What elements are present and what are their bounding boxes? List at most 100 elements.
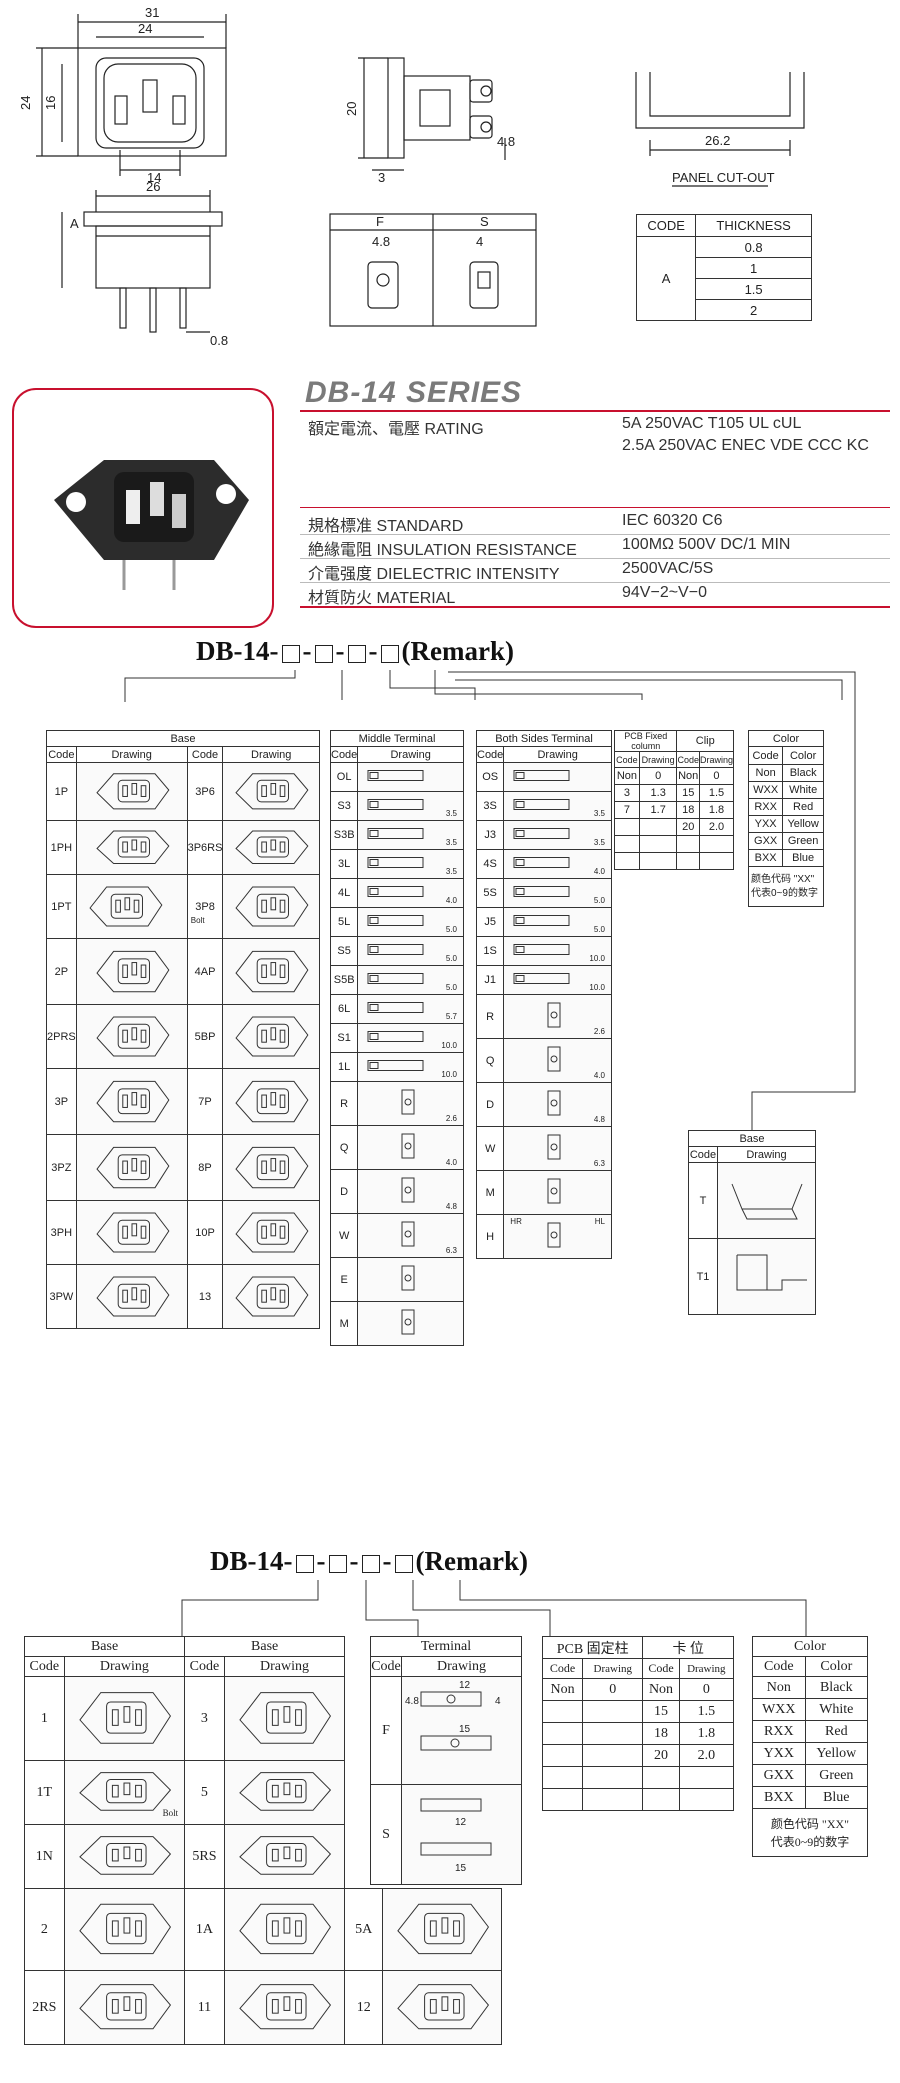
middle-drawing: 5.0 <box>357 907 464 937</box>
clip2-title: 卡 位 <box>642 1636 734 1659</box>
color2-note-2: 代表0~9的数字 <box>770 1834 850 1849</box>
th-code: Code <box>184 1656 225 1677</box>
middle-drawing <box>357 1301 464 1346</box>
color2-note-1: 颜色代码 "XX" <box>770 1816 850 1831</box>
socket-drawing-icon <box>79 1903 172 1955</box>
both-dim: 6.3 <box>593 1159 605 1168</box>
base-code: 2PRS <box>46 1004 77 1069</box>
socket-drawing-icon <box>235 1212 309 1253</box>
pcb-cell <box>614 835 640 853</box>
color-name: Black <box>782 764 824 782</box>
base-drawing <box>75 938 188 1005</box>
model-sep: - <box>335 636 345 666</box>
base-code: 10P <box>186 1200 224 1265</box>
base2-drawing <box>63 1888 186 1971</box>
base2-drawing <box>382 1888 502 1971</box>
middle-dim: 5.7 <box>445 1012 457 1021</box>
terminal-drawing-icon <box>513 944 570 955</box>
code-box <box>347 644 366 663</box>
spec-label: 規格標准 STANDARD <box>308 518 464 535</box>
middle-drawing <box>357 762 464 792</box>
both-drawing <box>503 1170 612 1215</box>
pcb-cell: 1.3 <box>638 784 678 802</box>
base2-title-r: Base <box>184 1636 346 1657</box>
spec-value: 5A 250VAC T105 UL cUL <box>622 415 802 432</box>
spec-row-dielectric: 介電强度 DIELECTRIC INTENSITY 2500VAC/5S <box>300 560 890 583</box>
vertical-terminal-icon <box>547 1222 561 1248</box>
th-drawing: Drawing <box>717 1146 816 1163</box>
base-drawing <box>222 1200 320 1265</box>
spec-label: 絶緣電阻 INSULATION RESISTANCE <box>308 542 577 559</box>
bolt-label: Bolt <box>190 916 205 925</box>
color2-name: Yellow <box>804 1742 869 1765</box>
pcb2-cell <box>541 1766 584 1789</box>
both-code: 3S <box>475 791 505 821</box>
base-code: 4AP <box>186 938 224 1005</box>
vertical-terminal-icon <box>401 1177 415 1203</box>
thickness-table: CODE THICKNESS A 0.8 1 1.5 2 <box>635 214 812 321</box>
pcb-cell <box>614 852 640 870</box>
color2-code: WXX <box>752 1698 806 1721</box>
series-title: DB-14 SERIES <box>305 376 523 409</box>
th-code: Code <box>329 746 359 763</box>
dim-31: 31 <box>145 5 159 20</box>
middle-dim: 10.0 <box>441 1070 457 1079</box>
both-drawing: 3.5 <box>503 791 612 821</box>
socket-drawing-icon <box>397 1984 490 2030</box>
thickness-2: 1.5 <box>695 278 812 300</box>
both-code: M <box>475 1170 505 1215</box>
leader-lines-1 <box>124 670 856 1130</box>
socket-drawing-icon <box>96 1212 170 1253</box>
color-code: WXX <box>747 781 784 799</box>
pcb-cell <box>638 835 678 853</box>
base-code: 13 <box>186 1264 224 1329</box>
middle-code: 3L <box>329 849 359 879</box>
terminal-drawing-icon <box>367 1002 424 1013</box>
base2-code: 2RS <box>24 1970 65 2045</box>
base2-drawing <box>223 1760 346 1825</box>
socket-drawing-icon <box>79 1984 172 2030</box>
pcb2-cell <box>582 1722 644 1745</box>
middle-drawing: 10.0 <box>357 1052 464 1082</box>
color2-note: 颜色代码 "XX" 代表0~9的数字 <box>752 1808 868 1857</box>
pcb2-cell: 0 <box>678 1678 735 1701</box>
pcb2-cell: 0 <box>582 1678 644 1701</box>
pcb2-cell: 2.0 <box>678 1744 735 1767</box>
pcb2-cell: 1.5 <box>678 1700 735 1723</box>
base2-drawing <box>63 1824 186 1889</box>
middle-code: 5L <box>329 907 359 937</box>
dim-A: A <box>70 216 79 231</box>
base-drawing <box>75 762 188 821</box>
pcb2-cell <box>541 1722 584 1745</box>
table-row: M <box>329 1301 464 1346</box>
base2-code: 1A <box>184 1888 225 1971</box>
middle-drawing: 3.5 <box>357 791 464 821</box>
pcb2-cell: 18 <box>642 1722 680 1745</box>
color-name: Blue <box>782 849 824 867</box>
base-drawing <box>222 820 320 875</box>
table-row <box>614 835 735 853</box>
both-drawing: 4.0 <box>503 849 612 879</box>
spec-label: 材質防火 MATERIAL <box>308 590 456 607</box>
middle-code: S3B <box>329 820 359 850</box>
middle-code: D <box>329 1169 359 1214</box>
spec-value: 94V−2~V−0 <box>622 584 707 601</box>
color-title: Color <box>748 730 824 747</box>
